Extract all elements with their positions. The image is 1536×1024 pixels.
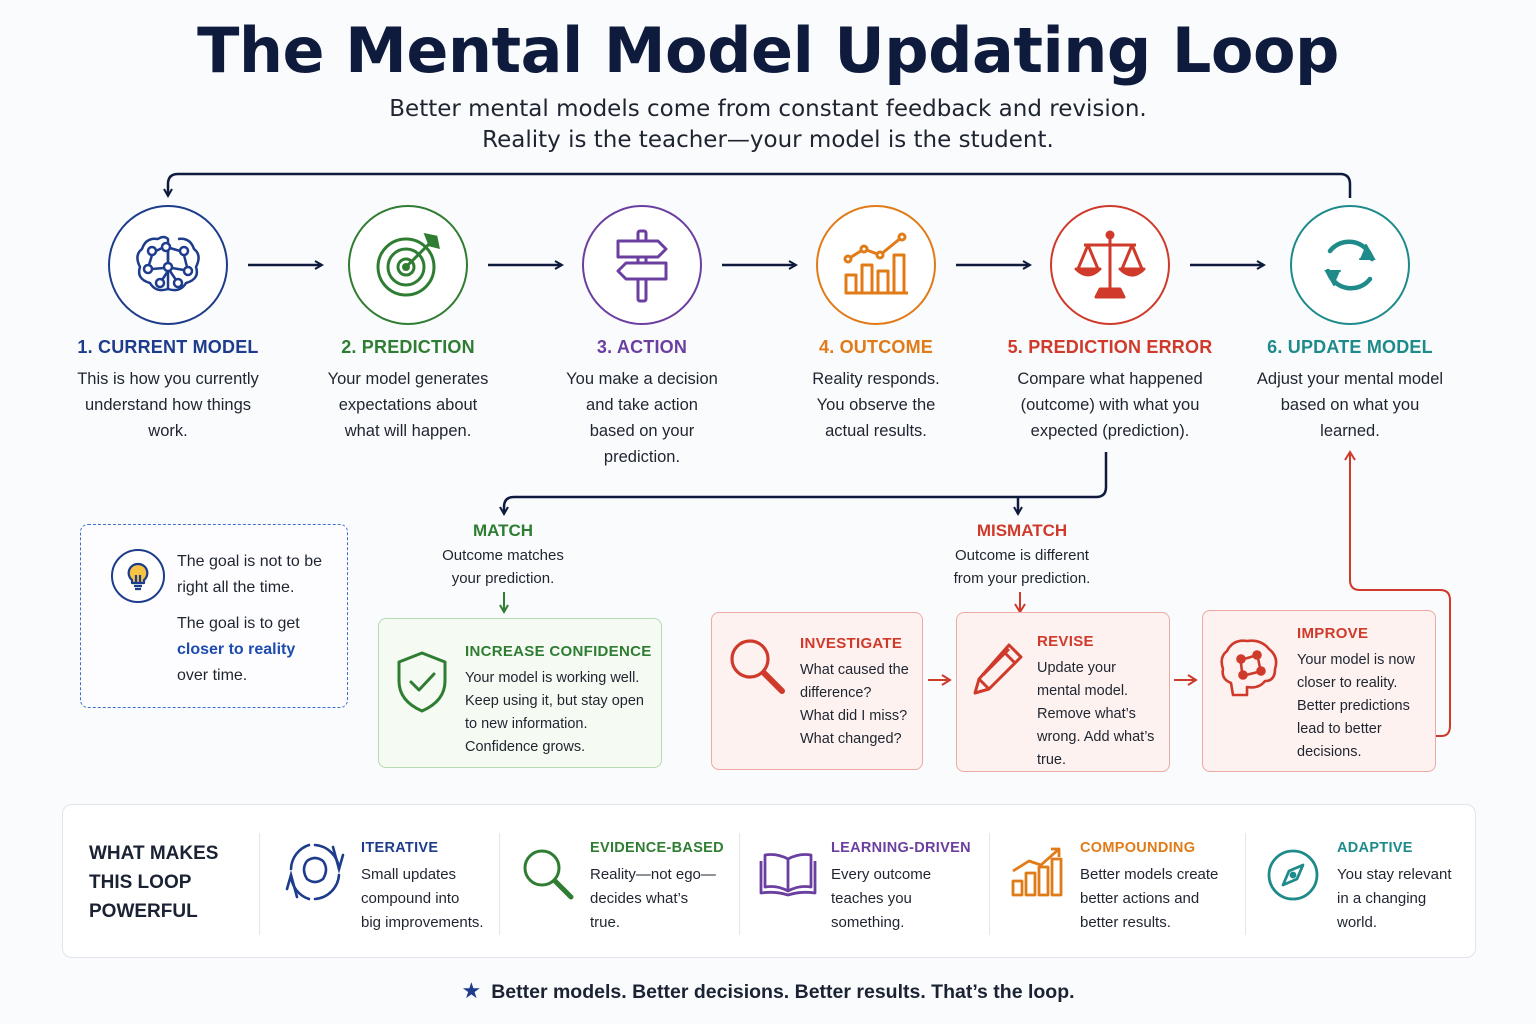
card-revise-title: REVISE xyxy=(1037,633,1094,650)
subtitle-line-2: Reality is the teacher—your model is the… xyxy=(482,127,1054,153)
magnifier-icon xyxy=(519,845,577,908)
growth-chart-icon xyxy=(1009,845,1065,904)
feature-adaptive-title: ADAPTIVE xyxy=(1337,840,1413,856)
match-title: MATCH xyxy=(472,521,534,540)
shield-check-icon xyxy=(395,649,449,720)
pencil-icon xyxy=(969,639,1027,704)
refresh-cycle-icon xyxy=(1290,205,1410,325)
growth-chart-icon xyxy=(816,205,936,325)
goal-highlight: closer to reality xyxy=(177,641,296,658)
divider xyxy=(499,833,500,935)
card-increase-confidence: INCREASE CONFIDENCE Your model is workin… xyxy=(378,618,662,768)
loop-back-arrow xyxy=(168,172,1352,198)
mismatch-title: MISMATCH xyxy=(976,521,1068,540)
signpost-icon xyxy=(582,205,702,325)
card-confidence-title: INCREASE CONFIDENCE xyxy=(465,643,652,660)
star-icon: ★ xyxy=(461,978,482,1003)
step-6-title: 6. UPDATE MODEL xyxy=(1267,337,1433,357)
brain-gears-icon xyxy=(1217,635,1281,706)
step-1-title: 1. CURRENT MODEL xyxy=(77,337,259,357)
card-confidence-text: Your model is working well.Keep using it… xyxy=(465,670,644,755)
feature-evidence-title: EVIDENCE-BASED xyxy=(590,840,724,856)
magnifier-icon xyxy=(726,635,788,702)
lightbulb-icon xyxy=(111,549,165,603)
page-title: The Mental Model Updating Loop xyxy=(197,14,1339,87)
step-5-description: Compare what happened(outcome) with what… xyxy=(1017,370,1203,440)
divider xyxy=(1245,833,1246,935)
step-4-title: 4. OUTCOME xyxy=(818,337,933,357)
brain-network-icon xyxy=(108,205,228,325)
branch-arrow xyxy=(504,452,1108,514)
divider xyxy=(989,833,990,935)
subtitle-line-1: Better mental models come from constant … xyxy=(389,96,1147,122)
feature-learning-title: LEARNING-DRIVEN xyxy=(831,840,971,856)
feature-compounding-title: COMPOUNDING xyxy=(1080,840,1196,856)
target-icon xyxy=(348,205,468,325)
improve-feedback-arrow xyxy=(1344,450,1451,737)
step-5-title: 5. PREDICTION ERROR xyxy=(1007,337,1213,357)
step-2-title: 2. PREDICTION xyxy=(341,337,475,357)
card-investigate-title: INVESTIGATE xyxy=(800,635,903,652)
card-improve-title: IMPROVE xyxy=(1297,625,1369,642)
divider xyxy=(739,833,740,935)
iterative-cycle-icon xyxy=(285,839,345,910)
divider xyxy=(259,833,260,935)
scales-icon xyxy=(1050,205,1170,325)
footer-tagline: ★ Better models. Better decisions. Better… xyxy=(0,978,1536,1004)
compass-icon xyxy=(1265,847,1321,908)
open-book-icon xyxy=(759,849,817,902)
goal-text-2: The goal is to get closer to reality ove… xyxy=(177,611,342,689)
feature-iterative-title: ITERATIVE xyxy=(361,840,439,856)
step-3-title: 3. ACTION xyxy=(596,337,688,357)
footer-text: Better models. Better decisions. Better … xyxy=(491,981,1075,1003)
